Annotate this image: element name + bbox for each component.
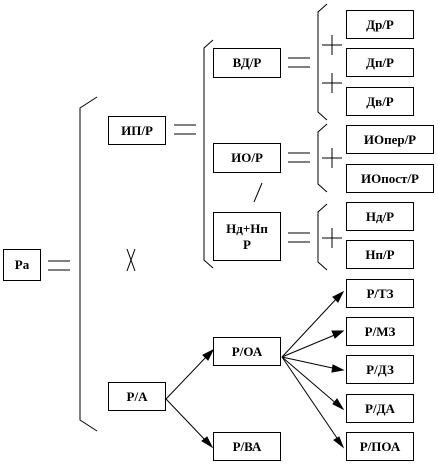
equals-ip bbox=[174, 124, 196, 135]
arrow-oa-poa bbox=[281, 356, 340, 442]
equals-vd bbox=[288, 57, 310, 68]
plus-vd-1 bbox=[322, 35, 342, 55]
node-r-va: Р/ВА bbox=[213, 432, 281, 461]
node-io-per-r: ИОпер/Р bbox=[346, 125, 434, 154]
plus-vd-2 bbox=[322, 73, 342, 93]
node-r-a: Р/А bbox=[108, 382, 166, 411]
node-r-da: Р/ДА bbox=[346, 394, 414, 423]
node-io-post-r: ИОпост/Р bbox=[346, 164, 434, 193]
equals-ra bbox=[48, 260, 70, 271]
node-r-dz: Р/ДЗ bbox=[346, 355, 414, 384]
divide-sign bbox=[253, 182, 263, 203]
equals-io bbox=[288, 152, 310, 163]
node-r-poa: Р/ПОА bbox=[346, 432, 414, 461]
node-ip-r: ИП/Р bbox=[108, 116, 166, 145]
node-r-oa: Р/ОА bbox=[213, 337, 281, 366]
node-dv-r: Дв/Р bbox=[346, 87, 414, 116]
node-r-mz: Р/МЗ bbox=[346, 317, 414, 346]
arrow-oa-dz bbox=[281, 356, 338, 370]
arrow-oa-da bbox=[281, 356, 339, 406]
fraction-numerator: Нд+Нп bbox=[226, 220, 268, 236]
node-dp-r: Дп/Р bbox=[346, 48, 414, 77]
fraction-denominator: Р bbox=[243, 236, 251, 252]
plus-io bbox=[322, 148, 342, 168]
node-vd-r: ВД/Р bbox=[213, 48, 281, 78]
arrow-ra-va bbox=[165, 398, 208, 443]
arrow-oa-mz bbox=[281, 333, 338, 358]
bracket-vd bbox=[317, 3, 328, 121]
bracket-ip bbox=[203, 39, 214, 269]
arrow-ra-oa bbox=[165, 354, 209, 400]
node-np-r: Нп/Р bbox=[346, 240, 414, 269]
bracket-io bbox=[317, 123, 328, 193]
arrow-oa-tz bbox=[281, 296, 339, 358]
node-ra: Ра bbox=[3, 249, 41, 281]
node-r-tz: Р/ТЗ bbox=[346, 279, 414, 308]
bracket-nd bbox=[317, 203, 328, 271]
bracket-ra bbox=[79, 96, 98, 432]
node-nd-np-fraction: Нд+Нп Р bbox=[213, 212, 281, 261]
equals-nd bbox=[288, 232, 310, 243]
node-dr-r: Др/Р bbox=[346, 10, 414, 39]
times-sign bbox=[126, 248, 136, 272]
node-io-r: ИО/Р bbox=[213, 143, 281, 173]
plus-nd bbox=[322, 228, 342, 248]
node-nd-r: Нд/Р bbox=[346, 202, 414, 231]
